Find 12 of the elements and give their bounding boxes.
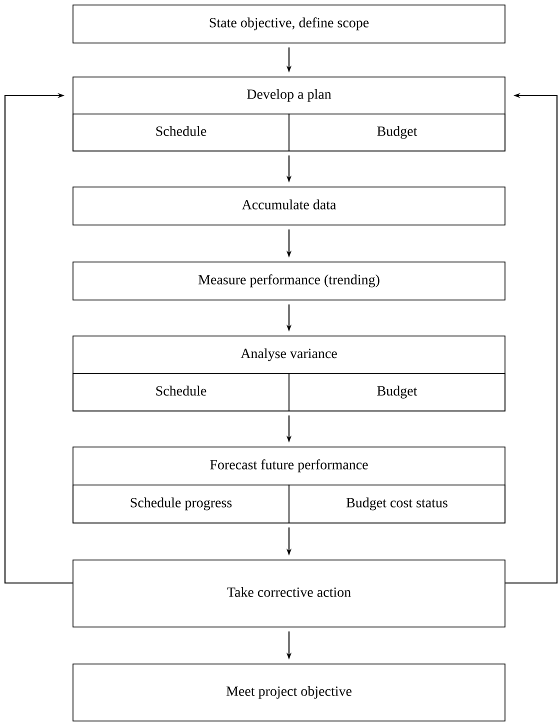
feedback-arrow — [4, 92, 73, 584]
process-box: Accumulate data — [72, 186, 506, 226]
table-cell: Budget — [288, 373, 506, 412]
table-cell: Budget — [288, 114, 506, 152]
table-cell: Schedule — [72, 114, 290, 152]
table-cell: Schedule progress — [72, 484, 290, 524]
process-box: State objective, define scope — [72, 4, 506, 44]
table-cell: Budget cost status — [288, 484, 506, 524]
table-cell: Schedule — [72, 373, 290, 412]
process-box: Meet project objective — [72, 664, 506, 722]
process-box: Measure performance (trending) — [72, 262, 506, 300]
process-box: Take corrective action — [72, 560, 506, 628]
